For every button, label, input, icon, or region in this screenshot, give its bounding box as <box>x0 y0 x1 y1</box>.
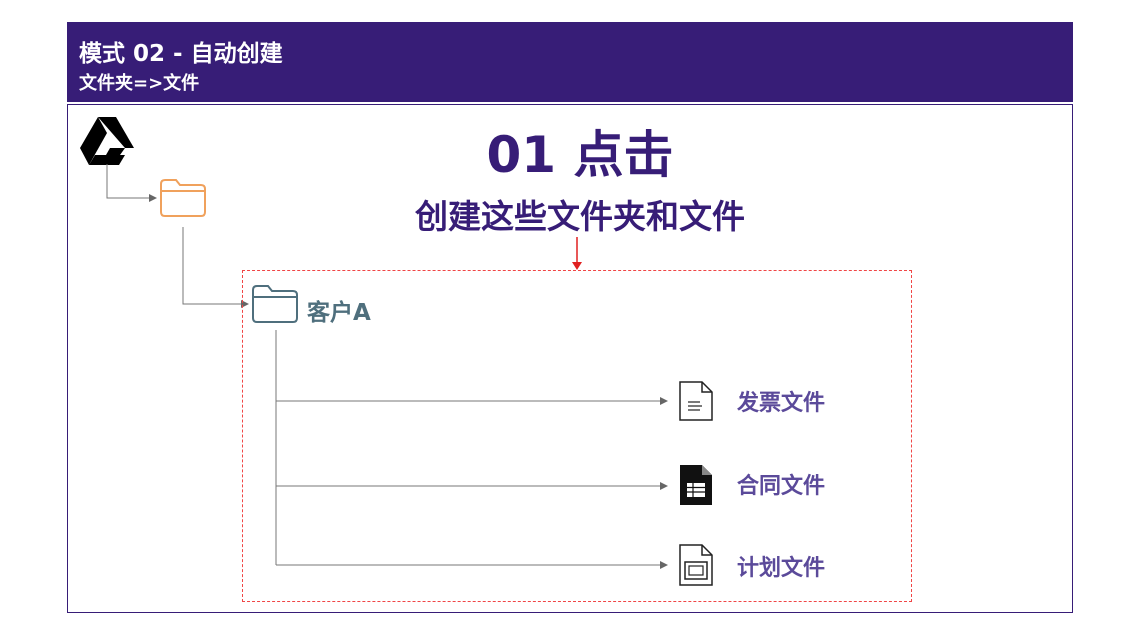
client-folder-icon[interactable] <box>251 284 299 324</box>
file-label-contract[interactable]: 合同文件 <box>737 474 826 499</box>
document-icon[interactable] <box>678 380 714 422</box>
content-frame <box>67 104 1073 613</box>
file-label-plan[interactable]: 计划文件 <box>737 556 826 581</box>
step-subtitle: 创建这些文件夹和文件 <box>415 197 745 236</box>
google-drive-icon <box>80 117 134 165</box>
created-items-area <box>242 270 912 602</box>
parent-folder-icon <box>160 179 206 217</box>
page-title: 模式 02 - 自动创建 <box>79 41 283 67</box>
step-title: 01 点击 <box>486 126 674 184</box>
spreadsheet-icon[interactable] <box>680 465 712 505</box>
file-label-invoice[interactable]: 发票文件 <box>737 391 826 416</box>
page-subtitle: 文件夹=>文件 <box>79 73 200 94</box>
header-bar: 模式 02 - 自动创建 文件夹=>文件 <box>67 22 1073 102</box>
slides-icon[interactable] <box>678 543 714 587</box>
client-folder-label[interactable]: 客户A <box>307 300 371 326</box>
